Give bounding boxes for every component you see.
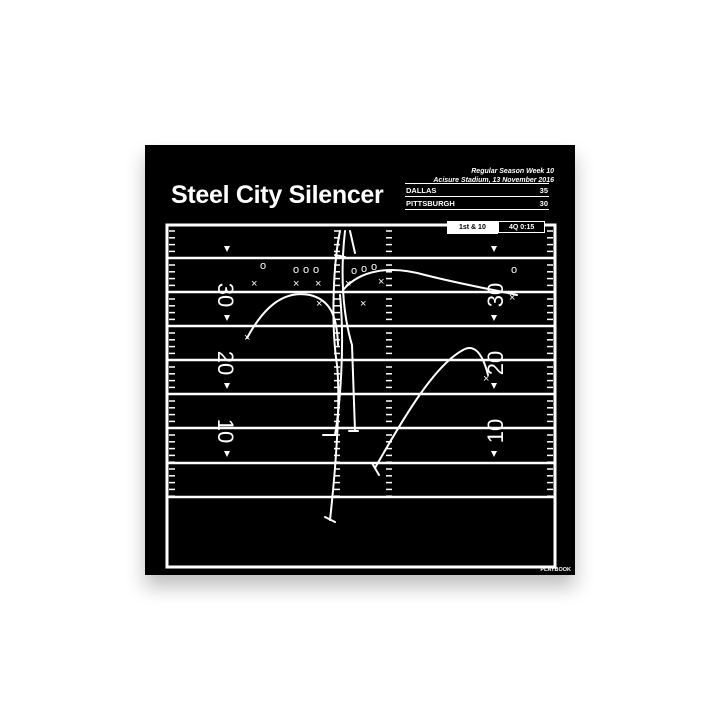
svg-text:×: ×	[251, 278, 257, 290]
svg-text:×: ×	[293, 278, 299, 290]
venue-date: Acisure Stadium, 13 November 2016	[433, 177, 554, 184]
svg-text:×: ×	[345, 278, 351, 290]
yard-number: 20	[213, 351, 238, 375]
field-border	[165, 223, 557, 569]
route-qb	[329, 230, 341, 521]
svg-text:o: o	[361, 263, 367, 275]
svg-text:o: o	[511, 264, 517, 276]
svg-text:×: ×	[316, 298, 322, 310]
play-routes	[246, 230, 518, 523]
game-info: Regular Season Week 10 Acisure Stadium, …	[433, 167, 554, 185]
team-score: 30	[539, 199, 548, 208]
svg-text:×: ×	[509, 292, 515, 304]
team-score: 35	[539, 186, 548, 195]
yard-marker-icon	[491, 246, 497, 252]
svg-text:×: ×	[315, 278, 321, 290]
yard-number: 10	[213, 419, 238, 443]
team-name: PITTSBURGH	[406, 199, 455, 208]
yard-number: 10	[483, 419, 508, 443]
page-title: Steel City Silencer	[171, 181, 384, 209]
yard-marker-icon	[491, 451, 497, 457]
yard-marker-icon	[491, 315, 497, 321]
svg-text:×: ×	[483, 373, 489, 385]
brand-logo: PLAYBOOK	[540, 567, 571, 573]
svg-text:o: o	[260, 260, 266, 272]
field-lines	[165, 223, 557, 569]
down-distance: 1st & 10	[447, 221, 498, 234]
yard-marker-icon	[224, 451, 230, 457]
yard-marker-icon	[224, 246, 230, 252]
route-deep	[374, 347, 489, 469]
score-row-away: DALLAS 35	[405, 183, 549, 196]
svg-text:×: ×	[378, 276, 384, 288]
svg-text:o: o	[371, 261, 377, 273]
week-label: Regular Season Week 10	[471, 168, 554, 175]
yard-marker-icon	[491, 383, 497, 389]
svg-text:×: ×	[244, 332, 250, 344]
team-name: DALLAS	[406, 186, 437, 195]
scoreboard: DALLAS 35 PITTSBURGH 30	[405, 183, 549, 210]
yard-marker-icon	[224, 383, 230, 389]
yard-number: 30	[213, 283, 238, 307]
route-left	[246, 293, 339, 346]
svg-text:o: o	[313, 264, 319, 276]
yard-marker-icon	[224, 315, 230, 321]
svg-text:o: o	[293, 264, 299, 276]
yard-number: 30	[483, 283, 508, 307]
score-row-home: PITTSBURGH 30	[405, 196, 549, 210]
svg-text:o: o	[303, 264, 309, 276]
svg-text:o: o	[351, 265, 357, 277]
route-right	[342, 269, 518, 296]
svg-text:×: ×	[360, 298, 366, 310]
game-clock: 4Q 0:15	[498, 221, 546, 233]
